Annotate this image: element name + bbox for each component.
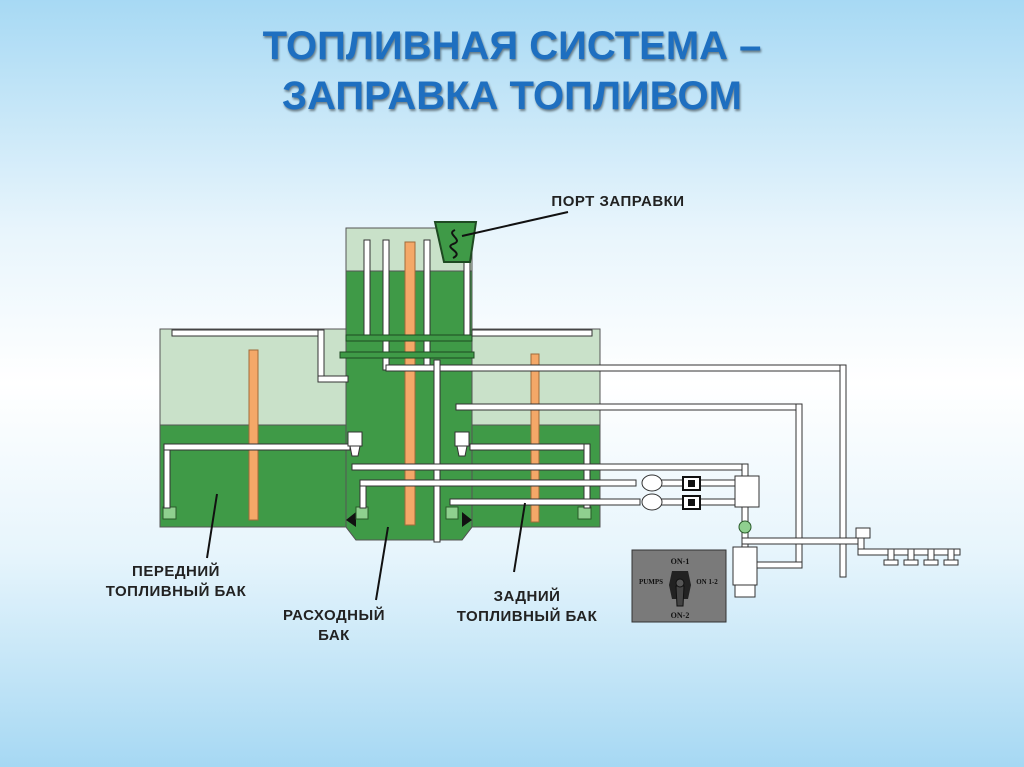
title-line-1: ТОПЛИВНАЯ СИСТЕМА –: [262, 24, 762, 68]
fuel-pump-switch-panel: ON-1 PUMPS ON 1-2 ON-2: [631, 549, 727, 623]
front-tank-label-line1: ПЕРЕДНИЙ: [132, 563, 220, 580]
boost-pumps: [641, 474, 701, 511]
title-line-2: ЗАПРАВКА ТОПЛИВОМ: [282, 74, 742, 118]
switch-on1-label: ON-1: [671, 557, 690, 566]
switch-on12-label: ON 1-2: [696, 578, 718, 586]
refuel-port-label: ПОРТ ЗАПРАВКИ: [551, 193, 685, 210]
front-tank-standpipe: [248, 349, 259, 521]
filter-unit: [732, 475, 760, 598]
sump-tank-label: РАСХОДНЫЙ БАК: [262, 606, 406, 646]
leader-lines: [206, 211, 569, 601]
sump-tank-label-line2: БАК: [318, 627, 350, 644]
check-valve-right: [454, 431, 470, 457]
switch-pumps-label: PUMPS: [639, 578, 663, 586]
rear-tank-standpipe: [530, 353, 540, 523]
refuel-port: [433, 221, 478, 263]
sump-tank-label-line1: РАСХОДНЫЙ: [283, 607, 385, 624]
rear-tank-label: ЗАДНИЙ ТОПЛИВНЫЙ БАК: [432, 587, 622, 627]
rear-tank-label-line2: ТОПЛИВНЫЙ БАК: [456, 608, 598, 625]
rear-tank-label-line1: ЗАДНИЙ: [493, 588, 561, 605]
fuel-lines: [163, 239, 961, 578]
check-valve-left: [347, 431, 363, 457]
front-tank-label-line2: ТОПЛИВНЫЙ БАК: [105, 583, 247, 600]
rear-tank: [469, 328, 601, 528]
front-tank-strainer: [162, 506, 177, 520]
rear-tank-strainer: [577, 506, 592, 520]
front-tank-label: ПЕРЕДНИЙ ТОПЛИВНЫЙ БАК: [78, 562, 274, 602]
sump-tank-standpipe: [404, 241, 416, 526]
switch-on2-label: ON-2: [671, 611, 690, 620]
